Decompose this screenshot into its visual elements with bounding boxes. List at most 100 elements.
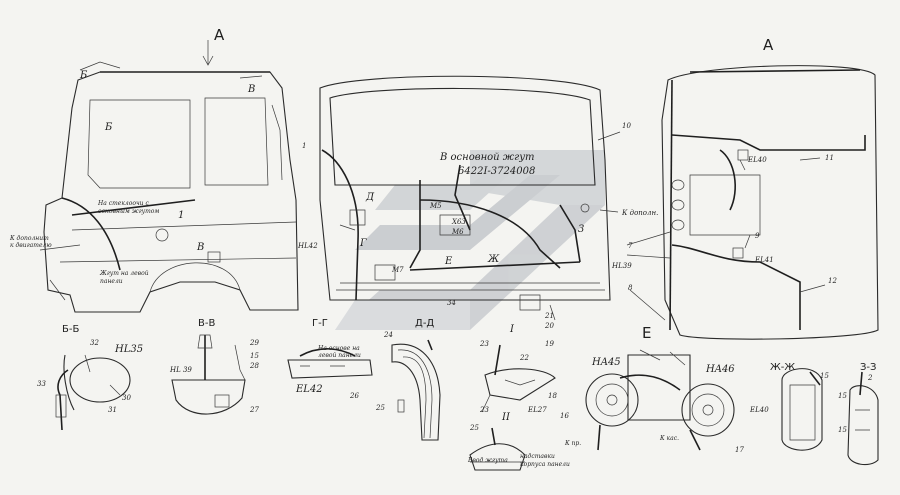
labels: А А Б В Б В 1 На стеклоочи с основным жг… [9,26,876,468]
note-harness-part: 6422I-3724008 [458,166,535,177]
callout-24: 24 [383,331,393,339]
mark-v1: В [247,84,255,95]
label-m5: M5 [429,202,442,210]
callout-20: 22 [519,354,529,362]
mark-b2: Б [104,122,113,133]
view-a-panel [661,65,879,340]
callout-29: 29 [249,339,259,347]
mark-b1: Б [79,70,88,81]
view-letter-a-top: А [214,26,225,44]
callout-15b: 17 [735,446,744,454]
section-z-z-detail [847,371,879,466]
mark-e: Е [444,256,453,267]
callout-17: 19 [545,340,554,348]
title-v-v: В-В [198,318,215,329]
note-panel-2: панели [100,278,123,285]
callout-2: 2 [867,374,873,382]
label-el42: EL42 [295,384,323,395]
note-bottom-3: корпуса панели [520,461,570,468]
callout-7a: 7 [628,242,633,250]
note-e-1: К пр. [564,440,581,447]
watermark-logo [335,150,605,330]
label-hl35: HL35 [114,344,143,355]
callout-1-rear: 1 [302,142,306,150]
section-v-v-detail [171,334,246,415]
callout-18: 20 [544,322,554,330]
label-el27: EL27 [527,406,547,414]
callout-11: 12 [828,277,837,285]
mark-z: 3 [578,224,584,235]
leader-lines [202,40,826,321]
callout-30: 30 [122,394,131,402]
callout-23: 25 [469,424,479,432]
label-hl39: HL39 [611,262,632,270]
note-left-1: На стеклоочи с [97,200,149,207]
callout-12: 15 [250,352,259,360]
mark-zh: Ж [487,254,500,265]
callout-32: 32 [90,339,99,347]
callout-8: 10 [622,122,631,130]
title-zh-zh: Ж-Ж [770,362,795,373]
section-i-detail [481,344,556,413]
label-m6: M6 [451,228,464,236]
note-mid-1: На основе на [317,345,360,352]
note-right: К дополн. [621,209,658,217]
callout-7b: 8 [628,284,633,292]
note-left-2: основным жгутом [98,208,159,215]
mark-v2: В [196,242,204,253]
label-ha45: HA45 [591,357,621,368]
callout-27: 27 [249,406,259,414]
section-e-detail [585,349,735,451]
label-el40: EL40 [747,156,767,164]
section-ii-detail [469,427,526,471]
callout-25: 25 [375,404,385,412]
title-z-z: З-З [860,362,876,373]
title-b-b: Б-Б [62,324,79,335]
callout-33: 33 [37,380,46,388]
label-ha46: HA46 [705,364,735,375]
section-g-g-detail [287,348,373,379]
label-x63: X63 [451,218,466,226]
section-zh-zh-detail [781,368,823,451]
note-e-2: К кас. [659,435,679,442]
callout-16: 18 [548,392,557,400]
title-g-g: Г-Г [312,318,328,329]
callout-22: 23 [479,406,489,414]
callout-34: 34 [447,299,456,307]
callout-15a: 16 [560,412,569,420]
cab-side-view [39,61,299,313]
callout-13: 15 [838,426,847,434]
callout-28: 28 [249,362,259,370]
section-b-b-detail [55,354,131,431]
mark-ii: II [501,412,511,423]
note-mid-2: левой панели [318,352,361,359]
note-bottom-1: Ввод жгута [467,457,508,464]
callout-14: 15 [820,372,829,380]
note-bottom-2: надставки [520,453,555,460]
callout-26: 26 [349,392,359,400]
callout-9: 9 [755,232,760,240]
mark-i: I [509,324,515,335]
note-panel-1: Жгут на левой [99,270,149,277]
title-d-d: Д-Д [415,318,434,329]
callout-10: 11 [825,154,834,162]
mark-g: Г [359,238,367,249]
label-el41: EL41 [754,256,774,264]
note-under-1: К дополнит [9,235,49,242]
callout-21: 23 [479,340,489,348]
note-under-2: к двигателю [10,242,52,249]
label-hl42: HL42 [297,242,318,250]
view-letter-a-right: А [763,36,774,54]
callout-31: 31 [108,406,117,414]
cab-rear-view [319,75,619,321]
mark-d: Д [365,192,375,203]
section-d-d-detail [391,339,441,441]
label-m7: M7 [391,266,404,274]
callout-19: 21 [544,312,554,320]
callout-12b: 15 [838,392,847,400]
title-e: Е [642,324,651,342]
callout-1: 1 [178,210,184,221]
label-el40b: EL40 [749,406,769,414]
